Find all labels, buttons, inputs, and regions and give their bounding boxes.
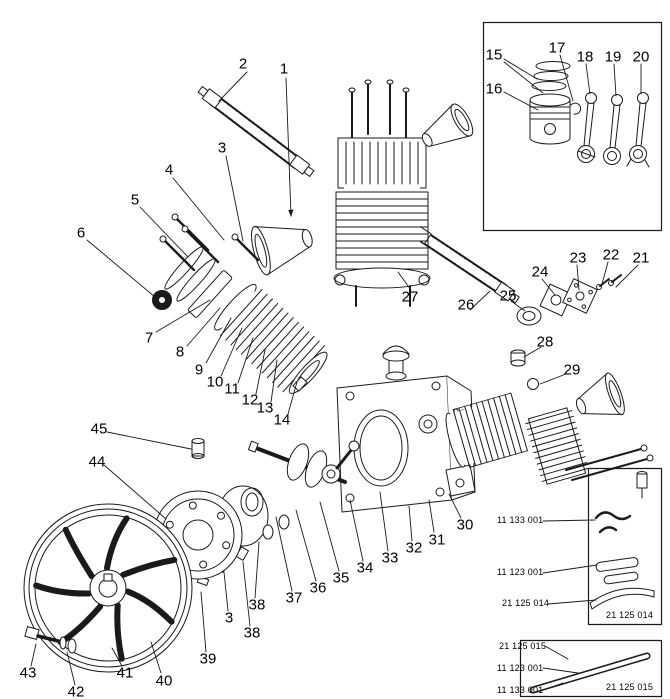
callout-28: 28	[536, 333, 554, 351]
callout-38-b: 38	[243, 624, 261, 642]
stud-bolts	[159, 213, 260, 272]
part-number-label: 11 133 001	[497, 685, 544, 695]
left-cylinder-stack	[164, 246, 328, 394]
piston	[529, 93, 571, 145]
callout-30: 30	[456, 516, 474, 534]
callout-12: 12	[241, 391, 259, 409]
part-number-label: 21 125 014	[502, 598, 550, 608]
right-air-filter	[575, 372, 625, 416]
callout-27: 27	[401, 288, 419, 306]
callout-1: 1	[279, 60, 289, 78]
callout-19: 19	[604, 48, 622, 66]
part-number-label: 21 125 015	[606, 682, 654, 692]
service-parts-box-1	[587, 467, 663, 626]
callout-15: 15	[485, 46, 503, 64]
callout-44: 44	[88, 453, 106, 471]
callout-35: 35	[332, 569, 350, 587]
part-number-label: 21 125 015	[499, 641, 547, 651]
callout-33: 33	[381, 549, 399, 567]
callout-18: 18	[576, 48, 594, 66]
callout-31: 31	[428, 531, 446, 549]
callout-23: 23	[569, 249, 587, 267]
callout-5: 5	[130, 191, 140, 209]
callout-14: 14	[273, 411, 291, 429]
oil-seal	[152, 290, 172, 310]
callout-25: 25	[499, 287, 517, 305]
part-number-label: 11 123 001	[497, 567, 544, 577]
crankcase	[336, 345, 476, 513]
flywheel-bolt-washers	[24, 626, 77, 654]
callout-8: 8	[175, 343, 185, 361]
upper-cylinder-head-assembly	[333, 79, 474, 307]
part-number-label: 11 123 001	[497, 663, 544, 673]
piston-rings	[531, 61, 571, 91]
intake-hose-top	[197, 86, 315, 177]
callout-26: 26	[457, 296, 475, 314]
callout-38-a: 38	[248, 596, 266, 614]
callout-32: 32	[405, 539, 423, 557]
callout-22: 22	[602, 246, 620, 264]
callout-41: 41	[116, 664, 134, 682]
callout-7: 7	[144, 329, 154, 347]
connecting-rods	[577, 92, 650, 168]
callout-43: 43	[19, 664, 37, 682]
callout-13: 13	[256, 399, 274, 417]
intake-filter-bell	[251, 226, 313, 276]
callout-24: 24	[531, 263, 549, 281]
leader-lines	[30, 54, 642, 691]
crankshaft	[247, 440, 360, 488]
head-air-filter	[421, 103, 474, 147]
callout-3-top: 3	[217, 139, 227, 157]
callout-37: 37	[285, 589, 303, 607]
right-cylinder-assembly	[445, 372, 654, 485]
callout-9: 9	[194, 361, 204, 379]
callout-42: 42	[67, 683, 85, 699]
callout-3-bottom: 3	[224, 609, 234, 627]
callout-4: 4	[164, 161, 174, 179]
part-number-label: 11 133 001	[497, 515, 544, 525]
callout-34: 34	[356, 559, 374, 577]
bushing-45	[191, 438, 205, 459]
callout-16: 16	[485, 80, 503, 98]
callout-21: 21	[632, 249, 650, 267]
valve-plate-parts	[516, 274, 622, 326]
service-parts-box-2	[519, 639, 663, 698]
pin-clip	[570, 102, 582, 115]
breather-parts	[510, 349, 539, 390]
callout-11: 11	[224, 380, 240, 398]
callout-36: 36	[309, 579, 327, 597]
callout-10: 10	[206, 373, 224, 391]
callout-29: 29	[563, 361, 581, 379]
flywheel	[23, 503, 193, 673]
callout-20: 20	[632, 48, 650, 66]
callout-17: 17	[548, 39, 566, 57]
callout-2: 2	[238, 55, 248, 73]
callout-45: 45	[90, 420, 108, 438]
callout-39: 39	[199, 650, 217, 668]
callout-40: 40	[155, 672, 173, 690]
callout-6: 6	[76, 224, 86, 242]
piston-rod-inset-box	[482, 21, 663, 232]
part-number-label: 21 125 014	[606, 610, 654, 620]
